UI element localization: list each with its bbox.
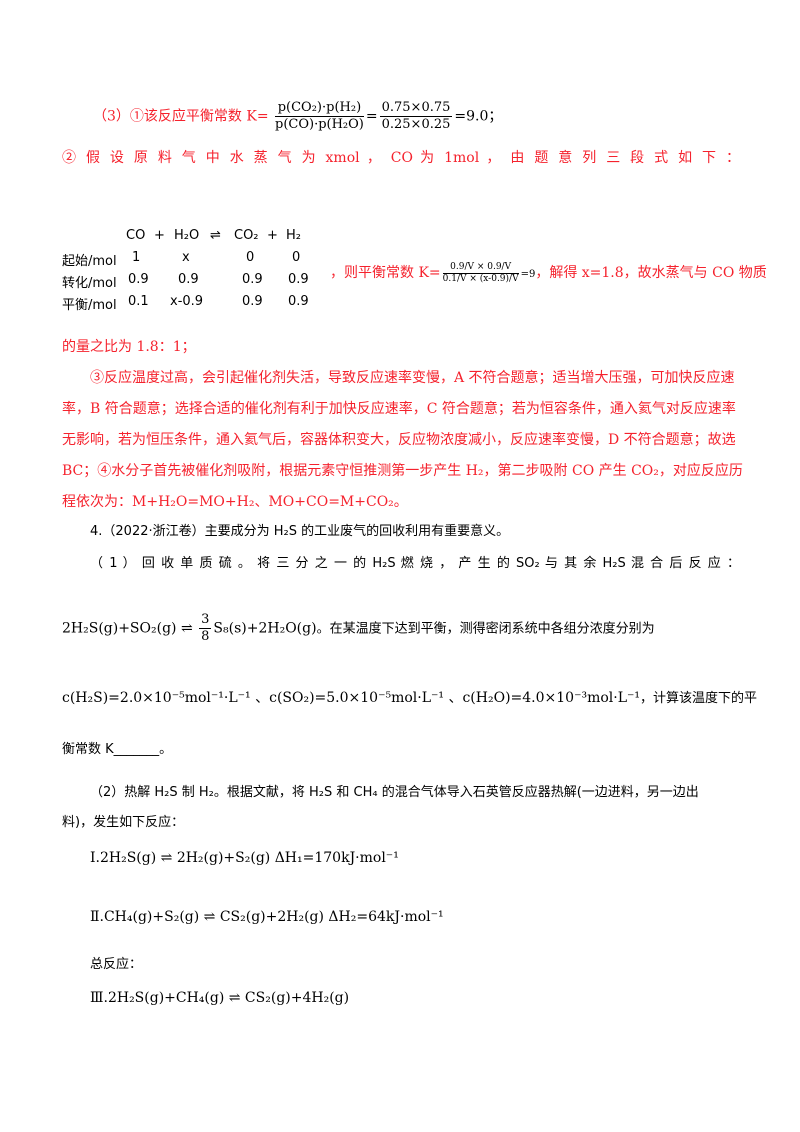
question-title: 4.（2022·浙江卷）主要成分为 H₂S 的工业废气的回收利用有重要意义。 [90, 524, 510, 539]
cell: x-0.9 [170, 294, 204, 309]
cell: ⇌ [210, 228, 221, 243]
explanation-line: 程依次为：M+H₂O=MO+H₂、MO+CO=M+CO₂。 [62, 494, 408, 510]
cell: H₂ [286, 228, 301, 243]
cell: + [267, 228, 278, 243]
equation-right: S₈(s)+2H₂O(g) [213, 620, 317, 637]
equals: = [365, 108, 378, 125]
denominator: 0.25×0.25 [381, 117, 451, 132]
explanation-line: BC；④水分子首先被催化剂吸附，根据元素守恒推测第一步产生 H₂，第二步吸附 C… [62, 463, 743, 479]
ratio-line: 的量之比为 1.8：1； [62, 339, 196, 355]
text: （3）①该反应平衡常数 K= [93, 108, 269, 125]
denominator: 8 [201, 629, 210, 644]
cell: 0.9 [178, 272, 199, 287]
equation-left: 2H₂S(g)+SO₂(g) ⇌ [62, 620, 198, 637]
cell: 0.9 [128, 272, 149, 287]
k-fraction: p(CO₂)·p(H₂)p(CO)·p(H₂O) [275, 100, 364, 133]
question-text: （ 1 ） 回 收 单 质 硫 。 将 三 分 之 一 的 H₂S 燃 烧 ， … [90, 556, 740, 571]
result: =9 [520, 269, 536, 280]
explanation-line: ③反应温度过高，会引起催化剂失活，导致反应速率变慢，A 不符合题意；适当增大压强… [90, 370, 735, 386]
table-row: 平衡/mol 0.1 x-0.9 0.9 0.9 [62, 294, 324, 316]
text: ，计算该温度下的平 [640, 691, 758, 706]
cell: 0.1 [128, 294, 149, 309]
explanation-line: 无影响，若为恒压条件，通入氦气后，容器体积变大，反应物浓度减小，反应速率变慢，D… [62, 432, 736, 448]
numerator: 3 [199, 612, 212, 629]
text: 。在某温度下达到平衡，测得密闭系统中各组分浓度分别为 [316, 621, 655, 637]
cell: H₂O [174, 228, 200, 243]
reaction-3: Ⅲ.2H₂S(g)+CH₄(g) ⇌ CS₂(g)+4H₂(g) [90, 990, 350, 1006]
total-reaction-label: 总反应： [90, 957, 143, 972]
cell: CO [126, 228, 146, 243]
numerator: p(CO₂)·p(H₂) [275, 100, 364, 117]
cell: 0 [292, 250, 301, 265]
numerator: 0.9/V × 0.9/V [442, 262, 519, 274]
row-label: 起始/mol [62, 254, 117, 269]
denominator: p(CO)·p(H₂O) [275, 117, 364, 132]
reaction-1: Ⅰ.2H₂S(g) ⇌ 2H₂(g)+S₂(g) ΔH₁=170kJ·mol⁻¹ [90, 850, 399, 866]
reaction-2: Ⅱ.CH₄(g)+S₂(g) ⇌ CS₂(g)+2H₂(g) ΔH₂=64kJ·… [90, 909, 444, 925]
question-text: （2）热解 H₂S 制 H₂。根据文献，将 H₂S 和 CH₄ 的混合气体导入石… [90, 785, 699, 800]
row-label: 转化/mol [62, 276, 117, 291]
cell: 0.9 [288, 272, 309, 287]
assumption-line: ② 假 设 原 料 气 中 水 蒸 气 为 xmol ， CO 为 1mol ，… [62, 150, 740, 166]
cell: 0 [246, 250, 255, 265]
result: =9.0； [454, 108, 503, 125]
question-text: 料)，发生如下反应： [62, 815, 185, 830]
cell: x [182, 250, 190, 265]
concentration-line: c(H₂S)=2.0×10⁻⁵mol⁻¹·L⁻¹ 、c(SO₂)=5.0×10⁻… [62, 688, 757, 709]
table-row: 起始/mol 1 x 0 0 [62, 250, 324, 272]
cell: 0.9 [242, 294, 263, 309]
three-stage-table: CO + H₂O ⇌ CO₂ + H₂ 起始/mol 1 x 0 0 转化/mo… [62, 228, 324, 316]
cell: 0.9 [242, 272, 263, 287]
cell: CO₂ [234, 228, 259, 243]
row-label: 平衡/mol [62, 298, 117, 313]
cell: 0.9 [288, 294, 309, 309]
cell: + [154, 228, 165, 243]
table-header: CO + H₂O ⇌ CO₂ + H₂ [62, 228, 324, 250]
k-formula-line: （3）①该反应平衡常数 K= p(CO₂)·p(H₂)p(CO)·p(H₂O)=… [93, 100, 502, 133]
text: ，则平衡常数 K= [330, 265, 441, 281]
text: ，解得 x=1.8，故水蒸气与 CO 物质 [535, 265, 767, 281]
denominator: 0.1/V × (x-0.9)/V [442, 273, 519, 284]
numerator: 0.75×0.75 [379, 100, 453, 117]
cell: 1 [132, 250, 141, 265]
concentrations: c(H₂S)=2.0×10⁻⁵mol⁻¹·L⁻¹ 、c(SO₂)=5.0×10⁻… [62, 690, 641, 706]
table-row: 转化/mol 0.9 0.9 0.9 0.9 [62, 272, 324, 294]
answer-blank-line: 衡常数 K_______。 [62, 742, 173, 757]
explanation-line: 率，B 符合题意；选择合适的催化剂有利于加快反应速率，C 符合题意；若为恒容条件… [62, 401, 736, 417]
